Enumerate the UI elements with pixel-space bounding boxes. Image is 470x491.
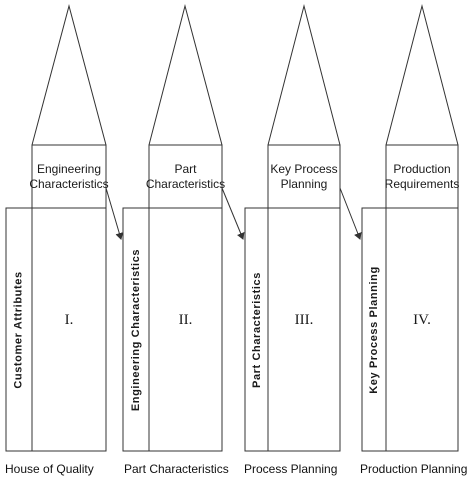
house-2-side-label-wrap: Engineering Characteristics [123,208,149,451]
transfer-arrow-3 [339,187,362,240]
house-4-numeral: IV. [413,311,431,328]
house-1-numeral: I. [64,311,74,328]
transfer-arrow-2 [221,187,245,240]
house-3-matrix [267,207,341,452]
house-3-header: Key Process Planning [270,161,338,191]
house-1-side-label: Customer Attributes [13,270,25,389]
house-4-side-label-wrap: Key Process Planning [362,208,386,451]
house-2-header: Part Characteristics [145,161,226,191]
house-3-roof [267,4,341,146]
house-4-header: Production Requirements [384,161,460,191]
transfer-arrow-1 [105,187,124,240]
house-1-roof [31,4,107,146]
caption-production-planning: Production Planning [360,462,468,476]
house-3-side-label-wrap: Part Characteristics [245,208,268,451]
caption-part-characteristics: Part Characteristics [124,462,229,476]
house-2-roof [148,4,223,146]
house-4-side-label: Key Process Planning [368,265,381,394]
caption-process-planning: Process Planning [244,462,338,476]
house-3-numeral: III. [294,311,314,328]
house-2-matrix [148,207,223,452]
house-4-roof [385,4,459,146]
house-1-matrix [31,207,107,452]
caption-house-of-quality: House of Quality [5,462,94,476]
house-1-side-label-wrap: Customer Attributes [6,208,32,451]
house-2-numeral: II. [178,311,193,328]
house-1-header: Engineering Characteristics [29,161,109,191]
house-3-side-label: Part Characteristics [250,271,263,388]
house-4-matrix [385,207,459,452]
house-2-side-label: Engineering Characteristics [130,248,142,411]
